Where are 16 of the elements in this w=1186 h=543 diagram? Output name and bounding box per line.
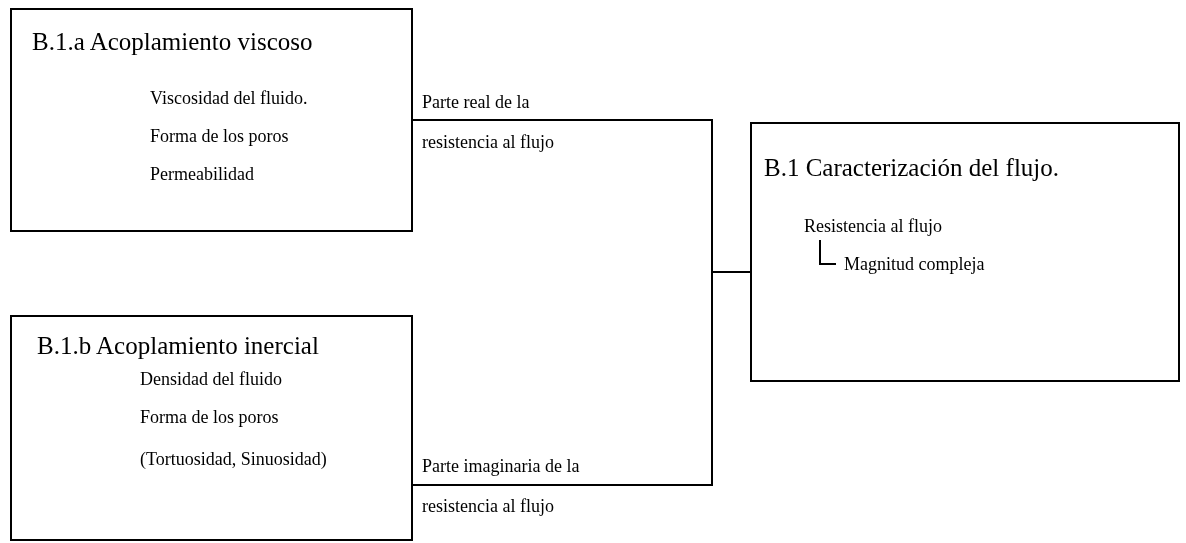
box-heading: B.1 Caracterización del flujo. xyxy=(764,154,1060,182)
box-item: Resistencia al flujo xyxy=(804,216,942,237)
box-item: Viscosidad del fluido. xyxy=(150,88,308,109)
text-box xyxy=(750,122,1180,382)
text-box xyxy=(10,8,413,232)
box-heading: B.1.a Acoplamiento viscoso xyxy=(32,28,313,56)
box-item: (Tortuosidad, Sinuosidad) xyxy=(140,449,327,470)
edge-label: Parte real de la resistencia al flujo xyxy=(422,91,555,154)
text-box xyxy=(10,315,413,541)
box-item: Permeabilidad xyxy=(150,164,254,185)
box-item: Magnitud compleja xyxy=(844,254,985,275)
edge-label: Parte imaginaria de la resistencia al flujo xyxy=(422,455,581,518)
box-heading: B.1.b Acoplamiento inercial xyxy=(37,332,319,360)
box-item: Densidad del fluido xyxy=(140,369,282,390)
box-item: Forma de los poros xyxy=(150,126,289,147)
box-item: Forma de los poros xyxy=(140,407,279,428)
